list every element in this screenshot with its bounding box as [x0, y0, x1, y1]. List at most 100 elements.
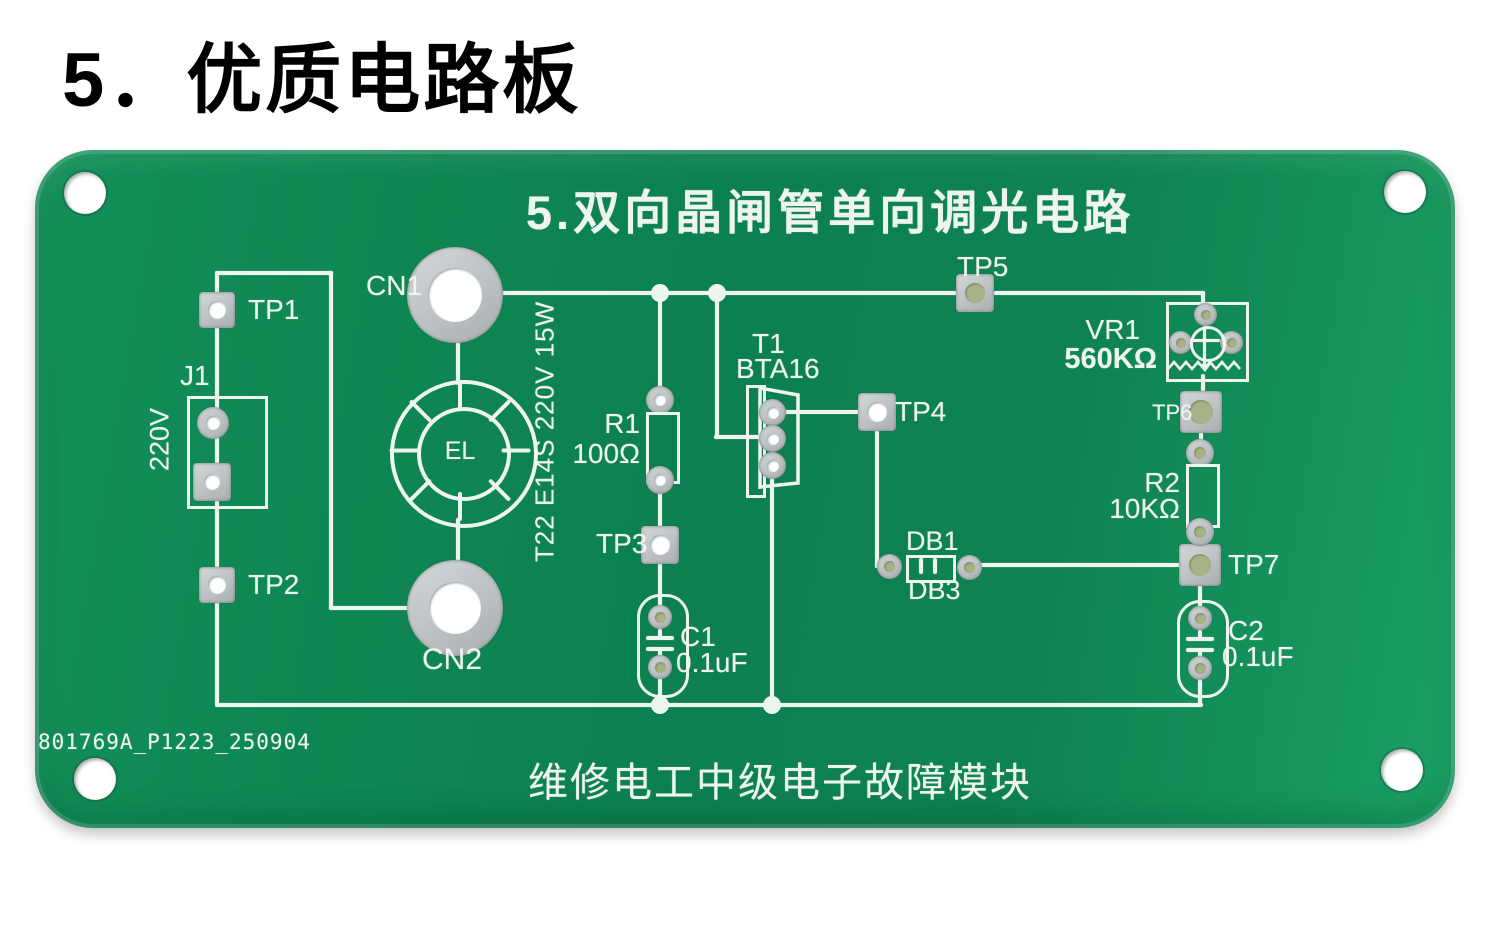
lamp-outer-circle	[390, 380, 538, 528]
pad-db-left	[877, 554, 902, 579]
lamp-spoke	[389, 448, 419, 453]
db3-label: DB3	[908, 575, 961, 605]
junction-dot	[651, 284, 669, 302]
lamp-spoke	[458, 492, 462, 521]
board-serial-number: 801769A_P1223_250904	[38, 730, 311, 754]
vr1-cross	[1203, 326, 1206, 356]
t1-part-number: BTA16	[736, 353, 820, 384]
db-band	[919, 558, 923, 574]
pad-r1-top	[646, 386, 674, 414]
db-outline	[906, 555, 956, 583]
c1-cap-symbol	[646, 647, 674, 651]
lamp-inner-circle	[417, 407, 511, 501]
pad-j1-pin1	[197, 407, 229, 439]
r2-value: 10KΩ	[1109, 493, 1180, 524]
trace-tp4-down	[875, 412, 879, 568]
vr1-designator: VR1	[1085, 314, 1140, 345]
tp4-label: TP4	[895, 396, 947, 427]
pad-c2-bottom	[1188, 656, 1212, 680]
c1-outline	[637, 594, 689, 698]
c2-cap-symbol	[1186, 648, 1214, 652]
trace-tp6-to-r2	[1199, 412, 1203, 457]
mounting-hole-top-left	[64, 172, 106, 214]
cn1-label: CN1	[366, 270, 423, 301]
db-band	[933, 558, 937, 574]
tp1-label: TP1	[248, 294, 300, 325]
r1-value: 100Ω	[572, 438, 640, 469]
board-title: 5.双向晶闸管单向调光电路	[525, 186, 1135, 239]
c2-cap-symbol	[1198, 651, 1202, 659]
vr1-value: 560KΩ	[1064, 343, 1157, 375]
trace-t1-to-tp4	[772, 410, 878, 414]
trace-t1-to-bottom	[770, 465, 774, 705]
c2-cap-symbol	[1186, 637, 1214, 641]
trace-bottom-main	[215, 703, 1203, 707]
mounting-hole-bottom-right	[1381, 749, 1423, 791]
trace-db-to-tp7	[965, 563, 1202, 567]
tp3-label: TP3	[596, 528, 648, 559]
tp5-label: TP5	[957, 251, 1009, 282]
c2-cap-symbol	[1198, 630, 1202, 638]
trace-to-r1	[658, 293, 662, 403]
j1-label: J1	[180, 360, 210, 391]
pad-t1-pin3	[759, 452, 786, 479]
pad-r1-bottom	[646, 466, 674, 494]
trace-to-cn2	[329, 606, 459, 610]
t1-body-outline	[758, 385, 800, 489]
trace-left-down	[329, 271, 333, 610]
pad-r2-top	[1186, 439, 1214, 467]
c1-cap-symbol	[658, 629, 662, 637]
pad-tp3	[641, 526, 679, 564]
trace-top-left	[215, 271, 333, 275]
pad-c2-top	[1188, 606, 1212, 630]
board-footer-text: 维修电工中级电子故障模块	[528, 761, 1032, 805]
lamp-spoke	[501, 448, 531, 453]
trace-c2-to-bottom	[1198, 664, 1202, 707]
c2-designator: C2	[1228, 615, 1264, 646]
trace-lamp-to-cn2	[456, 518, 460, 578]
trace-tp7-to-c2	[1198, 565, 1202, 620]
pad-cn1	[407, 247, 503, 343]
lamp-spoke	[458, 380, 462, 409]
page-title: 5．优质电路板	[62, 38, 582, 123]
c1-cap-symbol	[658, 650, 662, 658]
pad-tp5	[956, 274, 994, 312]
pad-tp4	[858, 393, 896, 431]
pad-tp2	[199, 567, 235, 603]
vr1-wiper-circle	[1190, 326, 1226, 362]
pad-j1-pin2	[193, 463, 231, 501]
pad-c1-top	[648, 605, 672, 629]
r1-designator: R1	[604, 408, 640, 439]
db1-label: DB1	[906, 526, 959, 556]
lamp-designator: EL	[444, 437, 476, 465]
c2-outline	[1177, 600, 1229, 698]
c1-value: 0.1uF	[676, 647, 748, 678]
pad-r2-bottom	[1186, 518, 1214, 546]
vr1-resistive-track	[1168, 360, 1241, 371]
junction-dot	[708, 284, 726, 302]
j1-outline	[187, 396, 268, 509]
j1-voltage-label: 220V	[144, 407, 175, 472]
trace-t1-gate-link	[714, 435, 760, 439]
c2-value: 0.1uF	[1222, 641, 1294, 672]
r2-designator: R2	[1144, 467, 1180, 498]
trace-c1-to-bottom	[658, 664, 662, 705]
trace-junction-to-t1	[715, 293, 719, 439]
tp2-label: TP2	[248, 569, 300, 600]
c1-cap-symbol	[646, 636, 674, 640]
pad-db-right	[957, 555, 982, 580]
pad-vr1-top	[1194, 303, 1217, 326]
t1-designator: T1	[752, 328, 785, 359]
tp7-label: TP7	[1228, 549, 1280, 580]
pad-vr1-right	[1220, 331, 1243, 354]
trace-top-main	[455, 291, 1205, 295]
junction-dot	[763, 696, 781, 714]
pad-tp1	[199, 292, 235, 328]
pad-cn2	[407, 560, 503, 656]
tp6-label: TP6	[1152, 400, 1193, 425]
pad-c1-bottom	[648, 655, 672, 679]
mounting-hole-bottom-left	[74, 758, 116, 800]
c1-designator: C1	[680, 621, 716, 652]
mounting-hole-top-right	[1384, 171, 1426, 213]
